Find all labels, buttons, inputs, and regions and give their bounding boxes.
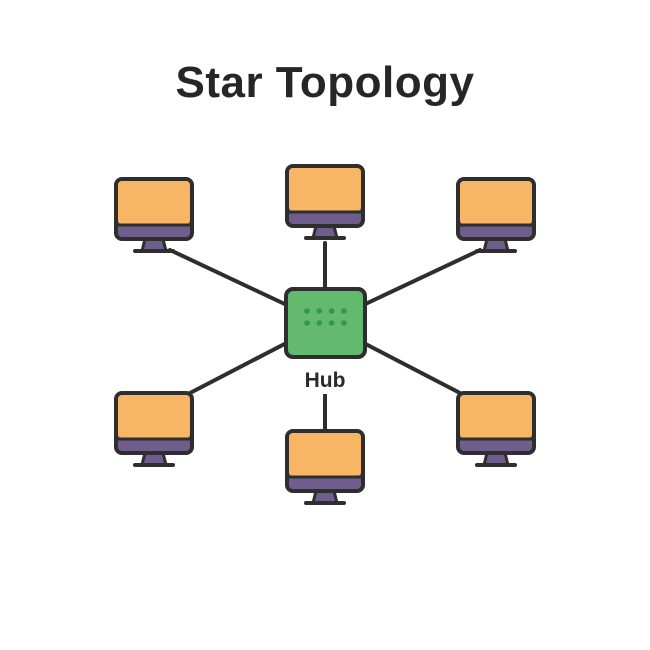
monitor-screen	[289, 433, 361, 476]
hub-port-led	[316, 308, 323, 314]
diagram-title: Star Topology	[175, 58, 475, 107]
monitor-screen	[460, 395, 532, 438]
hub-port-led	[341, 308, 347, 314]
hub-port-led	[316, 320, 323, 326]
hub-port-led	[328, 320, 335, 326]
hub-label: Hub	[275, 368, 375, 394]
monitor-screen	[460, 181, 532, 224]
monitor-screen	[118, 395, 190, 438]
computer-top-left	[114, 177, 194, 253]
hub-port-led	[341, 320, 347, 326]
computer-top-right	[456, 177, 536, 253]
monitor-screen	[289, 168, 361, 211]
hub-port-led	[304, 308, 310, 314]
computer-bottom-right	[456, 391, 536, 467]
hub	[284, 287, 367, 359]
computer-bottom-center	[285, 429, 365, 505]
computer-bottom-left	[114, 391, 194, 467]
monitor-screen	[118, 181, 190, 224]
hub-port-led	[328, 308, 335, 314]
hub-body	[284, 287, 367, 359]
computer-top-center	[285, 164, 365, 240]
hub-port-led	[304, 320, 310, 326]
